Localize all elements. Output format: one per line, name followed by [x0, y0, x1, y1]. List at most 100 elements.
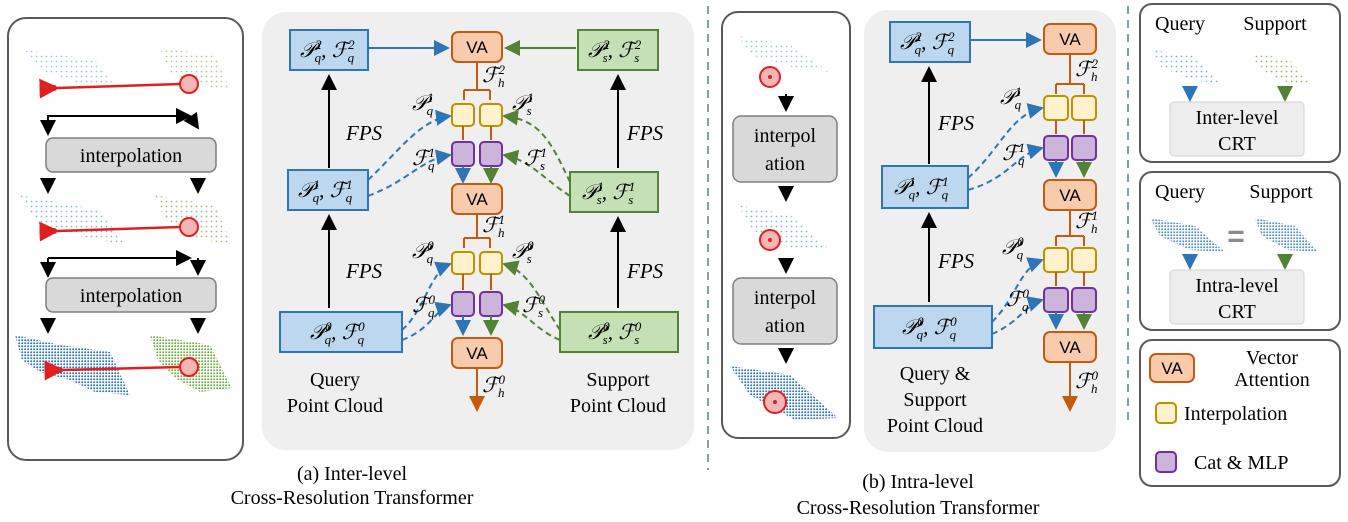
caption-a-line2: Cross-Resolution Transformer: [231, 487, 474, 509]
svg-text:ℱ0h: ℱ0h: [1075, 368, 1099, 396]
svg-text:𝒫2q, ℱ2q: 𝒫2q, ℱ2q: [900, 29, 955, 57]
svg-text:VA: VA: [1059, 30, 1081, 49]
query-level1-box: [287, 169, 369, 211]
b-label-line1: Query &: [900, 363, 971, 385]
svg-text:interpol: interpol: [754, 125, 817, 147]
b-mlp-0-q: [1043, 287, 1069, 313]
interp-box-a0-q: [451, 251, 475, 275]
svg-text:Attention: Attention: [1234, 369, 1310, 391]
mid-cloud-level0: [730, 366, 838, 420]
interp-box-a1-s: [479, 103, 503, 127]
query-cloud-level1: [20, 195, 125, 245]
svg-text:ℱ2h: ℱ2h: [482, 62, 506, 90]
svg-text:𝒫0q: 𝒫0q: [1002, 234, 1024, 262]
svg-text:ℱ1h: ℱ1h: [482, 212, 505, 240]
mlp-box-a0-q: [451, 291, 475, 317]
mid-interp-box-2: [732, 277, 838, 345]
svg-text:𝒫1q, ℱ1q: 𝒫1q, ℱ1q: [894, 174, 949, 202]
svg-text:VA: VA: [1059, 186, 1081, 205]
svg-text:Intra-level: Intra-level: [1195, 275, 1279, 297]
intra-crt-box: [1169, 269, 1305, 325]
b-mlp-1-s: [1071, 135, 1097, 161]
svg-text:𝒫0s: 𝒫0s: [512, 238, 534, 266]
svg-text:𝒫1q: 𝒫1q: [412, 90, 434, 118]
fps-label-s1: FPS: [626, 121, 664, 145]
svg-text:ation: ation: [765, 315, 805, 337]
support-level2-box: [577, 29, 659, 71]
intra-support-plane: [1255, 218, 1318, 252]
query-cloud-level0: [15, 335, 130, 395]
svg-text:VA: VA: [1059, 338, 1081, 357]
svg-text:ℱ2h: ℱ2h: [1075, 56, 1099, 84]
interpolation-box-1: [45, 137, 217, 173]
b-interp-0-q: [1043, 247, 1069, 273]
legend-interp-swatch: [1155, 402, 1177, 424]
b-mlp-1-q: [1043, 135, 1069, 161]
svg-text:VA: VA: [1161, 359, 1183, 378]
svg-text:VA: VA: [466, 190, 488, 209]
svg-text:Support: Support: [1249, 181, 1313, 203]
svg-text:FPS: FPS: [937, 111, 975, 135]
svg-text:𝒫2q, ℱ2q: 𝒫2q, ℱ2q: [300, 37, 355, 65]
svg-text:ℱ0q: ℱ0q: [1006, 286, 1030, 314]
b-interp-1-s: [1071, 95, 1097, 121]
svg-text:Query: Query: [1155, 181, 1205, 203]
b-interp-0-s: [1071, 247, 1097, 273]
b-label-line3: Point Cloud: [887, 415, 983, 437]
svg-text:𝒫0q: 𝒫0q: [412, 238, 434, 266]
interp-box-a1-q: [451, 103, 475, 127]
svg-text:𝒫1q, ℱ1q: 𝒫1q, ℱ1q: [298, 177, 353, 205]
svg-text:𝒫0s, ℱ0s: 𝒫0s, ℱ0s: [588, 319, 642, 347]
b-query-level0-box: [873, 305, 993, 349]
mlp-box-a0-s: [479, 291, 503, 317]
svg-text:VA: VA: [466, 344, 488, 363]
interpolation-label-2: interpolation: [80, 285, 182, 307]
b-query-level2-box: [889, 21, 971, 63]
mlp-box-a1-q: [451, 141, 475, 167]
b-mlp-0-s: [1071, 287, 1097, 313]
mid-cloud-level1: [738, 205, 830, 250]
legend-mlp-swatch: [1155, 451, 1177, 473]
query-cloud-level2: [25, 50, 120, 92]
right-summary-panel: Query Support Inter-level CRT Query Supp…: [1139, 3, 1341, 487]
fps-label-q1: FPS: [345, 121, 383, 145]
interpolation-label-1: interpolation: [80, 145, 182, 167]
inter-query-plane: [1152, 50, 1222, 84]
fps-label-s0: FPS: [626, 259, 664, 283]
mid-cloud-level2: [738, 36, 830, 72]
query-label-line1: Query: [310, 369, 360, 391]
svg-text:FPS: FPS: [937, 249, 975, 273]
svg-text:𝒫1s, ℱ1s: 𝒫1s, ℱ1s: [582, 179, 635, 207]
svg-text:ℱ0s: ℱ0s: [522, 292, 546, 320]
svg-text:𝒫0q, ℱ0q: 𝒫0q, ℱ0q: [902, 314, 957, 342]
interp-box-a0-s: [479, 251, 503, 275]
svg-text:ℱ1q: ℱ1q: [1002, 140, 1025, 168]
caption-a-line1: (a) Inter-level: [297, 463, 408, 485]
legend-va-swatch: [1149, 353, 1195, 383]
support-label-line2: Point Cloud: [570, 395, 666, 417]
query-label-line2: Point Cloud: [287, 395, 383, 417]
svg-text:ℱ1h: ℱ1h: [1075, 208, 1098, 236]
mid-interp-box-1: [732, 115, 838, 183]
query-level0-box: [279, 311, 403, 353]
caption-b-line2: Cross-Resolution Transformer: [797, 497, 1040, 519]
red-target-circle: [179, 74, 199, 94]
query-level2-box: [289, 29, 369, 71]
svg-text:VA: VA: [466, 38, 488, 57]
support-level1-box: [569, 171, 659, 213]
b-label-line2: Support: [903, 389, 967, 411]
support-level0-box: [559, 311, 679, 353]
inter-crt-box: [1169, 101, 1305, 157]
svg-text:Inter-level: Inter-level: [1196, 107, 1279, 129]
svg-text:ℱ0h: ℱ0h: [482, 372, 506, 400]
svg-text:𝒫0q, ℱ0q: 𝒫0q, ℱ0q: [310, 319, 365, 347]
caption-b-line1: (b) Intra-level: [862, 471, 974, 493]
support-cloud-level2: [160, 48, 230, 90]
svg-text:ation: ation: [765, 153, 805, 175]
svg-text:Query: Query: [1155, 13, 1205, 35]
svg-text:=: =: [1227, 220, 1245, 253]
b-query-level1-box: [881, 165, 969, 209]
svg-text:𝒫2s, ℱ2s: 𝒫2s, ℱ2s: [588, 37, 642, 65]
